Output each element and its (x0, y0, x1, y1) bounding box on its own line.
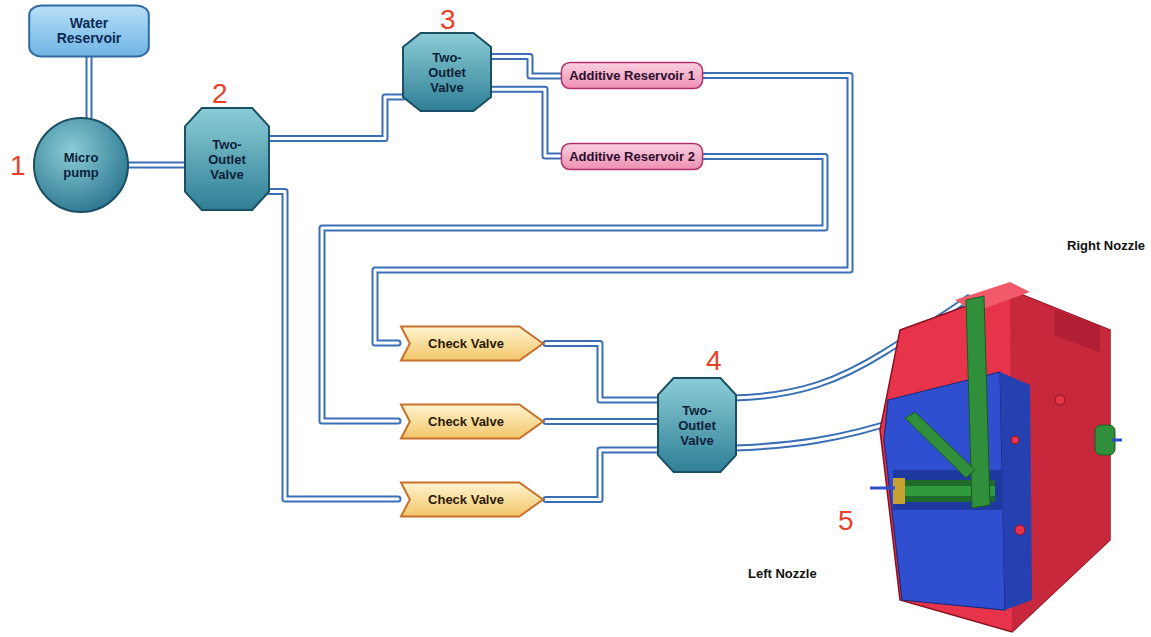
node-text: Micro pump (55, 150, 107, 180)
nozzle-label: Right Nozzle (1067, 238, 1145, 253)
tube-connector (491, 56, 560, 76)
node-text: Check Valve (428, 336, 504, 351)
additive-reservoir: Additive Reservoir 1 (560, 62, 704, 89)
node-text: Water Reservoir (39, 16, 139, 46)
micro-pump: Micro pump (33, 117, 129, 213)
callout-number: 5 (838, 505, 854, 537)
tube-connector (546, 421, 658, 422)
two-outlet-valve: Two-Outlet Valve (658, 378, 736, 472)
nozzle-label: Left Nozzle (748, 566, 817, 581)
node-text: Check Valve (428, 492, 504, 507)
callout-number: 4 (706, 345, 722, 377)
tube-connector (129, 165, 185, 166)
node-text: Additive Reservoir 1 (569, 68, 695, 83)
nozzle-housing (870, 282, 1122, 632)
tube-connector (375, 76, 850, 344)
callout-number: 1 (10, 150, 26, 182)
additive-reservoir: Additive Reservoir 2 (560, 143, 704, 170)
tube-connector (322, 157, 825, 422)
node-text: Two-Outlet Valve (669, 403, 725, 448)
node-text: Check Valve (428, 414, 504, 429)
tube-connector (546, 450, 658, 500)
tube-connector (269, 97, 403, 139)
check-valve: Check Valve (398, 325, 546, 362)
node-text: Additive Reservoir 2 (569, 149, 695, 164)
callout-number: 2 (212, 78, 228, 110)
water-reservoir: Water Reservoir (28, 5, 150, 57)
tube-connector (89, 57, 90, 117)
callout-number: 3 (440, 4, 456, 36)
node-text: Two-Outlet Valve (199, 137, 255, 182)
check-valve: Check Valve (398, 403, 546, 440)
two-outlet-valve: Two-Outlet Valve (403, 33, 491, 111)
tube-connector (491, 89, 560, 156)
check-valve: Check Valve (398, 481, 546, 518)
tube-connector (269, 192, 398, 499)
tube-connector (546, 344, 658, 401)
two-outlet-valve: Two-Outlet Valve (185, 108, 269, 210)
node-text: Two-Outlet Valve (419, 50, 475, 95)
